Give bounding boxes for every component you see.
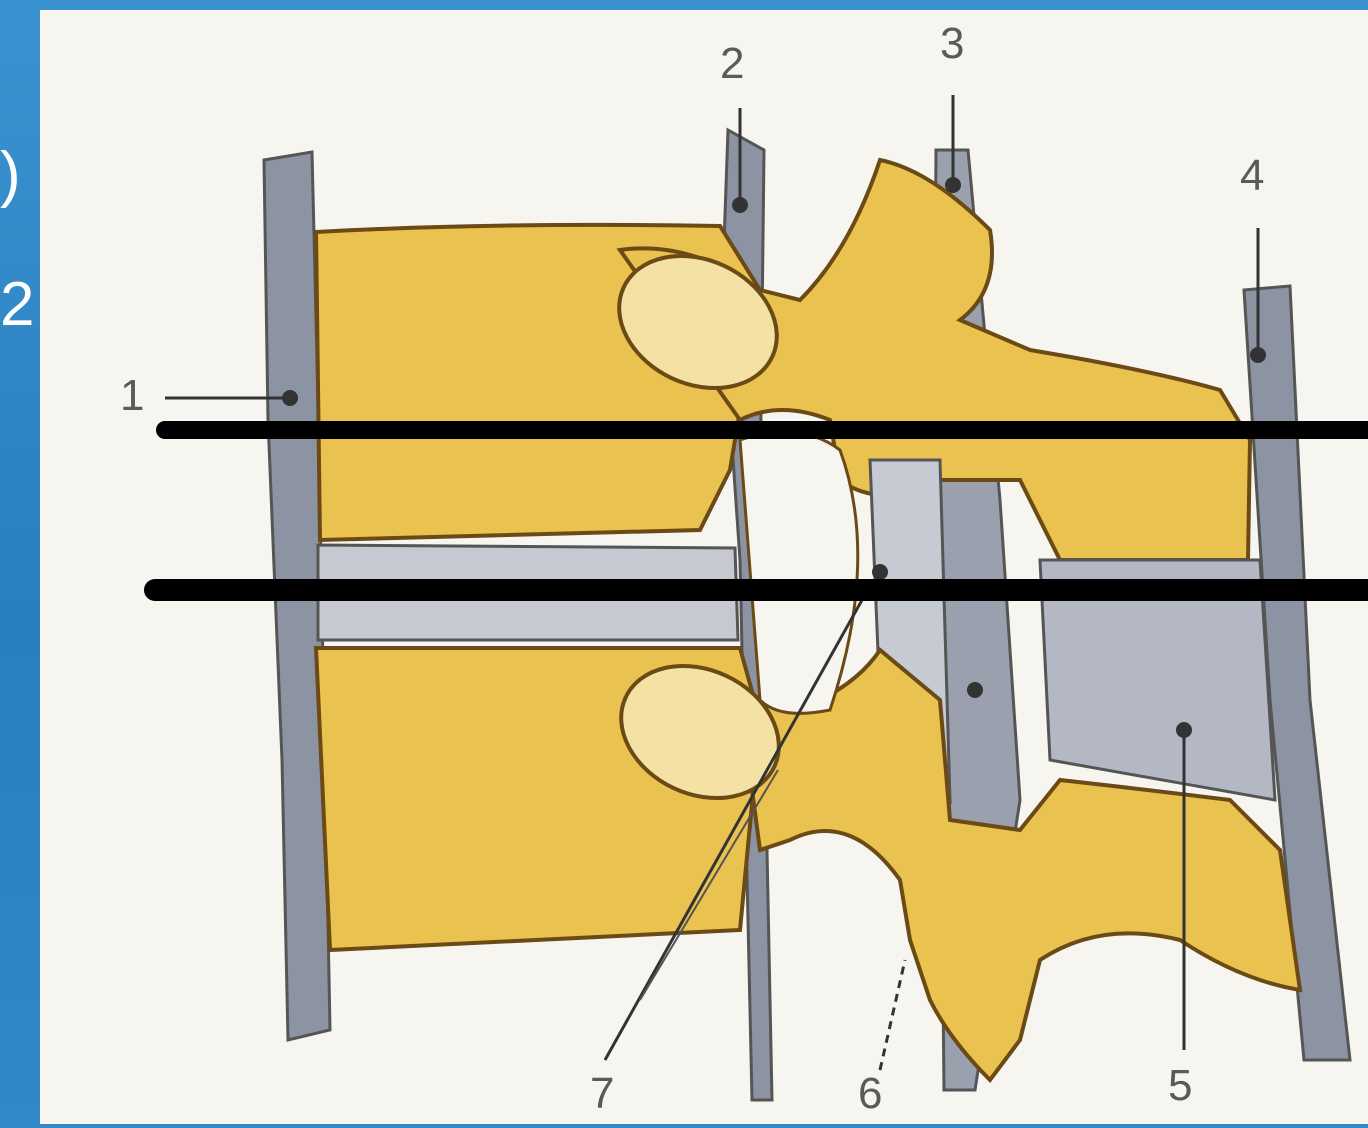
leader-dot-4 xyxy=(1250,347,1266,363)
intervertebral-foramen xyxy=(740,432,858,713)
spine-diagram: 1 2 3 4 5 6 7 xyxy=(40,10,1368,1124)
label-7: 7 xyxy=(590,1069,614,1118)
leader-dot-5 xyxy=(1176,722,1192,738)
leader-dot-7 xyxy=(872,564,888,580)
leader-line-6 xyxy=(880,960,905,1070)
side-text-two: 2 xyxy=(0,240,44,370)
leader-dot-6 xyxy=(967,682,983,698)
label-4: 4 xyxy=(1240,151,1264,200)
label-5: 5 xyxy=(1168,1061,1192,1110)
slide-side-text: ) 2 xyxy=(0,110,44,370)
spine-figure: 1 2 3 4 5 6 7 xyxy=(40,10,1368,1124)
label-6: 6 xyxy=(858,1069,882,1118)
label-3: 3 xyxy=(940,19,964,68)
side-text-paren: ) xyxy=(0,110,44,240)
leader-dot-1 xyxy=(282,390,298,406)
leader-dot-3 xyxy=(945,177,961,193)
label-1: 1 xyxy=(120,371,144,420)
label-2: 2 xyxy=(720,39,744,88)
leader-dot-2 xyxy=(732,197,748,213)
